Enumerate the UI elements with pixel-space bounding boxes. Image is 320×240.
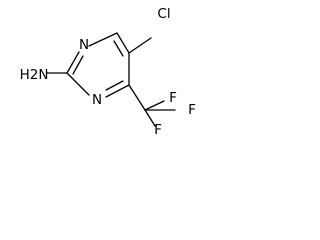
atom-n3: N (92, 92, 102, 108)
bond-c4-n3 (105, 84, 130, 98)
atom-n1: N (79, 37, 89, 53)
bond-c4-cf3 (128, 84, 146, 111)
atom-nh2: H2N (20, 67, 49, 83)
atom-f-bottom: F (154, 122, 162, 137)
chemical-structure-diagram: N N Cl H2N F F F (20, 6, 196, 137)
atom-labels: N N Cl H2N F F F (20, 6, 196, 137)
bond-c2-n1 (66, 51, 80, 74)
bond-c4-n3-inner (105, 80, 124, 91)
bond-c6-c5 (116, 32, 130, 54)
bond-c5-cl (128, 37, 152, 54)
atom-f-top: F (169, 90, 177, 106)
bond-cf3-f-top (144, 100, 165, 111)
ring-bonds (66, 32, 130, 98)
bond-n3-c2 (66, 72, 90, 96)
bond-c6-c5-inner (113, 40, 124, 57)
bond-cf3-f-bottom (144, 109, 156, 127)
atom-f-right: F (188, 102, 196, 118)
substituent-bonds (46, 37, 176, 127)
bond-n1-c6 (88, 32, 118, 47)
atom-cl: Cl (157, 6, 170, 22)
bond-c2-n1-inner (72, 55, 84, 75)
